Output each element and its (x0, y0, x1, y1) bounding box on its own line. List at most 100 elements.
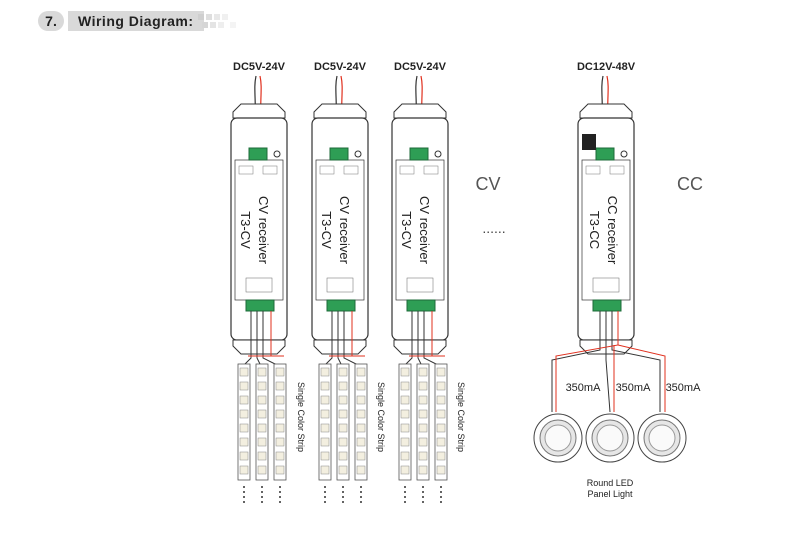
continuation-dot (360, 491, 362, 493)
continuation-dot (243, 486, 245, 488)
led-chip (320, 395, 330, 405)
led-strip (354, 363, 368, 481)
continuation-dot (243, 501, 245, 503)
led-chip (320, 423, 330, 433)
receiver-model: T3-CV (238, 211, 253, 249)
panel-caption-line2: Panel Light (587, 489, 633, 499)
led-chip (418, 437, 428, 447)
led-chip (239, 465, 249, 475)
led-chip (239, 409, 249, 419)
led-chip (275, 381, 285, 391)
led-chip (257, 423, 267, 433)
bottom-cap (232, 339, 286, 355)
panel-caption-line1: Round LED (587, 478, 634, 488)
led-chip (239, 395, 249, 405)
led-chip (320, 437, 330, 447)
led-chip (436, 437, 446, 447)
led-chip (275, 409, 285, 419)
led-chip (436, 465, 446, 475)
output-wire (423, 311, 441, 367)
led-strip (416, 363, 430, 481)
voltage-label: DC12V-48V (577, 61, 636, 73)
led-strip (255, 363, 269, 481)
led-chip (239, 423, 249, 433)
led-chip (320, 465, 330, 475)
led-chip (257, 437, 267, 447)
led-chip (418, 367, 428, 377)
section-number: 7. (38, 11, 64, 31)
continuation-dot (261, 501, 263, 503)
continuation-dot (440, 491, 442, 493)
led-chip (257, 451, 267, 461)
continuation-dot (342, 491, 344, 493)
led-chip (257, 367, 267, 377)
strip-label: Single Color Strip (376, 382, 386, 452)
strip-label: Single Color Strip (456, 382, 466, 452)
receiver-model: T3-CC (587, 211, 602, 249)
continuation-dot (404, 501, 406, 503)
led-chip (400, 381, 410, 391)
pair-button-icon (273, 150, 281, 158)
top-cap (393, 103, 447, 119)
led-chip (400, 395, 410, 405)
pair-button-icon (620, 150, 628, 158)
led-chip (275, 367, 285, 377)
voltage-label: DC5V-24V (314, 61, 367, 73)
bottom-cap (313, 339, 367, 355)
led-strips (398, 311, 448, 503)
spec-table (245, 277, 273, 293)
panel-current-label: 350mA (616, 382, 652, 394)
cv-receiver-unit: DC5V-24V CV receiver T3-CV Single Color … (233, 61, 306, 452)
panel-wire (551, 311, 661, 413)
decorative-checker-icon (198, 14, 236, 28)
output-wire (403, 311, 413, 367)
output-wire (256, 311, 262, 367)
receiver-name: CV receiver (417, 196, 432, 265)
continuation-dot (279, 486, 281, 488)
round-led-panel (596, 424, 624, 452)
spec-label-box (609, 165, 625, 175)
continuation-dot (422, 486, 424, 488)
round-led-panel (544, 424, 572, 452)
continuation-dot (422, 496, 424, 498)
output-terminal-block (592, 299, 622, 312)
continuation-dot (422, 501, 424, 503)
receiver-name: CV receiver (256, 196, 271, 265)
bottom-cap (393, 339, 447, 355)
led-strips (237, 311, 287, 503)
led-strip (318, 363, 332, 481)
panel-wire-red (555, 311, 666, 412)
spec-table (406, 277, 434, 293)
led-chip (338, 465, 348, 475)
led-chip (320, 367, 330, 377)
led-chip (338, 381, 348, 391)
continuation-dot (243, 496, 245, 498)
led-chip (275, 437, 285, 447)
spec-label-box (423, 165, 439, 175)
continuation-dot (404, 491, 406, 493)
output-wire (242, 311, 252, 367)
voltage-label: DC5V-24V (233, 61, 286, 73)
cv-group-label: CV (475, 174, 500, 194)
led-chip (356, 367, 366, 377)
round-led-panels (533, 311, 687, 463)
cc-group-label: CC (677, 174, 703, 194)
led-chip (400, 437, 410, 447)
led-chip (338, 423, 348, 433)
led-chip (436, 395, 446, 405)
panel-current-label: 350mA (666, 382, 702, 394)
voltage-label: DC5V-24V (394, 61, 447, 73)
receiver-model: T3-CV (319, 211, 334, 249)
continuation-dot (360, 486, 362, 488)
output-wire-red (329, 311, 365, 357)
dip-switch-icon (582, 134, 596, 150)
continuation-dot (440, 486, 442, 488)
output-terminal-block (406, 299, 436, 312)
output-wire (337, 311, 343, 367)
pair-button-icon (354, 150, 362, 158)
continuation-dot (261, 486, 263, 488)
led-chip (239, 367, 249, 377)
input-terminal-block (248, 147, 268, 161)
output-wire-red (409, 311, 445, 357)
continuation-dot (324, 501, 326, 503)
